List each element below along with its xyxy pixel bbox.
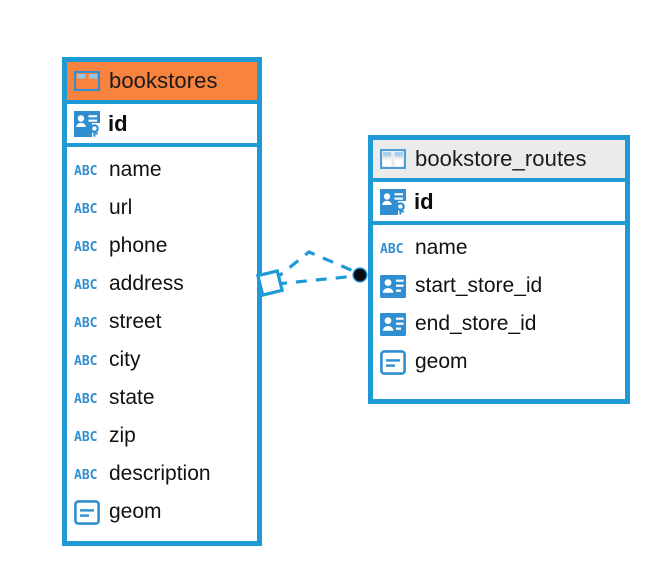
geometry-icon: [74, 499, 100, 525]
geometry-icon: [380, 349, 406, 375]
primary-key-icon: [74, 110, 100, 137]
field-row-geom[interactable]: geom: [373, 343, 625, 381]
field-label: address: [109, 272, 184, 295]
abc-text-icon: ABC: [74, 240, 97, 254]
svg-text:ABC: ABC: [74, 164, 97, 178]
field-label: city: [109, 348, 141, 371]
field-label: start_store_id: [415, 274, 543, 297]
foreign-key-icon: [380, 312, 406, 336]
primary-key-label-bookstore-routes: id: [414, 188, 434, 214]
entity-table-bookstore-routes[interactable]: bookstore_routes id ABC name: [368, 135, 630, 404]
field-label: state: [109, 386, 155, 409]
relationship-line-lower: [275, 274, 357, 286]
primary-key-row-bookstores[interactable]: id: [67, 104, 257, 147]
primary-key-icon: [380, 188, 406, 215]
svg-text:ABC: ABC: [74, 468, 97, 482]
field-row-city[interactable]: ABC city: [67, 341, 257, 379]
entity-header-bookstores[interactable]: bookstores: [67, 62, 257, 104]
field-row-end-store-id[interactable]: end_store_id: [373, 305, 625, 343]
abc-text-icon: ABC: [380, 242, 403, 256]
primary-key-label-bookstores: id: [108, 110, 128, 136]
svg-text:ABC: ABC: [74, 202, 97, 216]
field-label: street: [109, 310, 162, 333]
field-row-description[interactable]: ABC description: [67, 455, 257, 493]
field-row-street[interactable]: ABC street: [67, 303, 257, 341]
field-row-phone[interactable]: ABC phone: [67, 227, 257, 265]
field-label: geom: [415, 350, 468, 373]
abc-text-icon: ABC: [74, 354, 97, 368]
relationship-line-upper: [273, 250, 359, 282]
foreign-key-icon: [380, 274, 406, 298]
abc-text-icon: ABC: [74, 278, 97, 292]
table-icon: [74, 71, 100, 91]
field-row-geom[interactable]: geom: [67, 493, 257, 531]
primary-key-row-bookstore-routes[interactable]: id: [373, 182, 625, 225]
field-label: description: [109, 462, 211, 485]
field-row-state[interactable]: ABC state: [67, 379, 257, 417]
field-list-bookstore-routes: ABC name start_store_id: [373, 225, 625, 381]
field-label: geom: [109, 500, 162, 523]
field-label: name: [415, 236, 468, 259]
field-label: phone: [109, 234, 168, 257]
field-label: name: [109, 158, 162, 181]
abc-text-icon: ABC: [74, 316, 97, 330]
abc-text-icon: ABC: [74, 392, 97, 406]
field-row-name[interactable]: ABC name: [67, 151, 257, 189]
entity-table-bookstores[interactable]: bookstores id ABC name: [62, 57, 262, 546]
svg-text:ABC: ABC: [380, 242, 403, 256]
filled-circle-marker: [352, 267, 368, 283]
abc-text-icon: ABC: [74, 430, 97, 444]
field-row-name[interactable]: ABC name: [373, 229, 625, 267]
svg-text:ABC: ABC: [74, 278, 97, 292]
svg-text:ABC: ABC: [74, 392, 97, 406]
field-row-address[interactable]: ABC address: [67, 265, 257, 303]
abc-text-icon: ABC: [74, 164, 97, 178]
field-row-url[interactable]: ABC url: [67, 189, 257, 227]
entity-title-bookstore-routes: bookstore_routes: [415, 146, 587, 171]
svg-text:ABC: ABC: [74, 316, 97, 330]
entity-title-bookstores: bookstores: [109, 68, 218, 93]
field-label: end_store_id: [415, 312, 537, 335]
field-row-zip[interactable]: ABC zip: [67, 417, 257, 455]
svg-text:ABC: ABC: [74, 430, 97, 444]
relationship-connector[interactable]: [252, 240, 377, 310]
field-label: url: [109, 196, 133, 219]
entity-header-bookstore-routes[interactable]: bookstore_routes: [373, 140, 625, 182]
svg-text:ABC: ABC: [74, 354, 97, 368]
field-list-bookstores: ABC name ABC url ABC phone ABC: [67, 147, 257, 531]
abc-text-icon: ABC: [74, 468, 97, 482]
field-label: zip: [109, 424, 136, 447]
svg-text:ABC: ABC: [74, 240, 97, 254]
abc-text-icon: ABC: [74, 202, 97, 216]
field-row-start-store-id[interactable]: start_store_id: [373, 267, 625, 305]
table-icon: [380, 149, 406, 169]
